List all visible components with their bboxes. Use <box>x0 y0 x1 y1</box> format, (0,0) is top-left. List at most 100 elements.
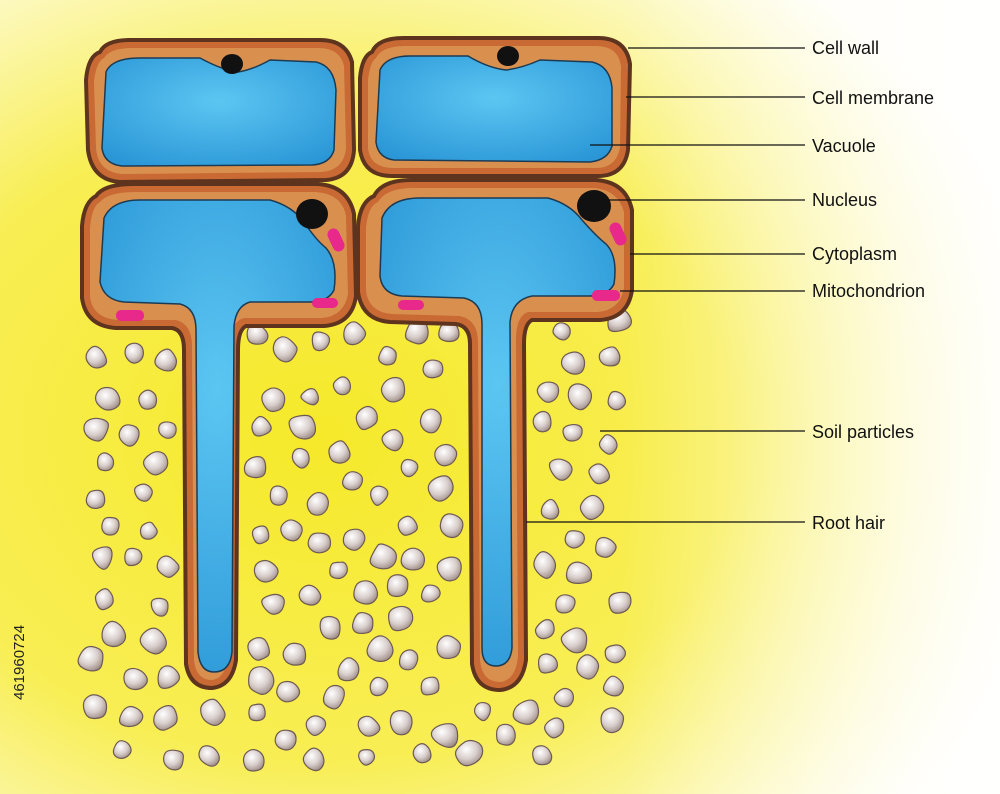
soil-particle <box>369 676 389 697</box>
soil-particle <box>154 348 178 372</box>
soil-particle <box>305 715 327 737</box>
soil-particle <box>112 740 132 760</box>
soil-particle <box>534 619 555 640</box>
soil-particle <box>150 597 169 617</box>
soil-particle <box>156 555 180 578</box>
soil-particle <box>430 723 459 748</box>
soil-particle <box>85 489 106 510</box>
soil-particle <box>548 458 573 481</box>
soil-particle <box>537 653 558 674</box>
soil-particle <box>422 359 444 379</box>
soil-particle <box>595 536 617 558</box>
soil-particle <box>400 547 426 571</box>
soil-particle <box>139 521 158 540</box>
soil-particle <box>600 707 625 734</box>
soil-particle <box>123 667 148 691</box>
soil-particle <box>355 405 378 431</box>
soil-particle <box>532 745 553 766</box>
soil-particle <box>386 574 409 598</box>
soil-particle <box>552 322 571 341</box>
soil-particle <box>473 701 492 722</box>
soil-particle <box>389 710 413 736</box>
soil-particle <box>276 680 301 703</box>
bottom-left-cell <box>80 182 359 691</box>
soil-particle <box>329 561 348 580</box>
soil-particle <box>253 559 279 583</box>
soil-particle <box>198 745 220 767</box>
soil-particle <box>251 415 272 437</box>
label-cell-membrane: Cell membrane <box>812 88 935 108</box>
soil-particle <box>124 342 144 364</box>
label-root-hair: Root hair <box>812 513 886 533</box>
soil-particle <box>400 458 419 478</box>
soil-particle <box>77 645 104 672</box>
soil-particle <box>553 687 575 708</box>
soil-particle <box>91 546 113 570</box>
soil-particle <box>579 494 605 521</box>
soil-particle <box>139 627 167 655</box>
soil-particle <box>436 556 462 582</box>
soil-particle <box>608 591 632 614</box>
soil-particle <box>82 694 108 720</box>
soil-particle <box>298 584 322 606</box>
soil-particle <box>436 635 462 660</box>
soil-particle <box>269 485 288 506</box>
leader-lines <box>526 47 805 523</box>
mitochondrion <box>398 300 424 310</box>
mitochondrion <box>592 290 620 301</box>
soil-particle <box>438 322 460 343</box>
soil-particle <box>602 675 625 697</box>
soil-particle <box>247 637 270 661</box>
soil-particle <box>381 429 404 452</box>
soil-particle <box>307 532 332 554</box>
soil-particle <box>565 561 593 584</box>
soil-particle <box>272 336 298 363</box>
vacuole <box>375 55 613 163</box>
mitochondria <box>116 228 345 321</box>
soil-particle <box>454 739 484 767</box>
soil-particle <box>380 376 406 403</box>
soil-particle <box>357 715 381 737</box>
soil-particle <box>598 434 618 455</box>
soil-particle <box>342 528 366 551</box>
soil-particle <box>83 417 110 442</box>
label-mitochondrion: Mitochondrion <box>812 281 926 301</box>
soil-particle <box>544 717 565 739</box>
soil-particle <box>337 657 360 682</box>
soil-particle <box>94 588 114 611</box>
vacuole <box>379 197 616 667</box>
soil-particle <box>274 729 297 751</box>
label-cell-wall: Cell wall <box>812 38 880 58</box>
soil-particle <box>555 594 576 614</box>
soil-particle <box>495 723 516 746</box>
soil-particle <box>243 455 267 479</box>
mitochondria <box>398 222 627 310</box>
bottom-right-cell <box>356 178 634 693</box>
soil-particle <box>306 491 329 516</box>
soil-particle <box>358 749 376 766</box>
soil-particle <box>280 519 303 542</box>
soil-particle <box>138 389 158 410</box>
soil-particle <box>319 615 341 640</box>
soil-particles <box>77 307 633 772</box>
soil-particle <box>576 654 600 680</box>
soil-particle <box>369 543 397 570</box>
soil-particle <box>343 321 367 346</box>
soil-particle <box>101 516 120 536</box>
soil-particle <box>351 611 374 635</box>
soil-particle <box>302 747 325 772</box>
soil-particle <box>353 580 379 605</box>
soil-particle <box>512 699 540 725</box>
nucleus <box>296 199 328 229</box>
soil-particle <box>118 705 144 728</box>
soil-particle <box>311 331 331 352</box>
mitochondrion <box>116 310 144 321</box>
soil-particle <box>248 703 266 722</box>
soil-particle <box>607 390 627 411</box>
soil-particle <box>300 388 319 406</box>
soil-particle <box>540 498 560 520</box>
stock-image-id: 461960724 <box>11 624 28 700</box>
label-soil-particles: Soil particles <box>812 422 915 442</box>
label-nucleus: Nucleus <box>812 190 878 210</box>
